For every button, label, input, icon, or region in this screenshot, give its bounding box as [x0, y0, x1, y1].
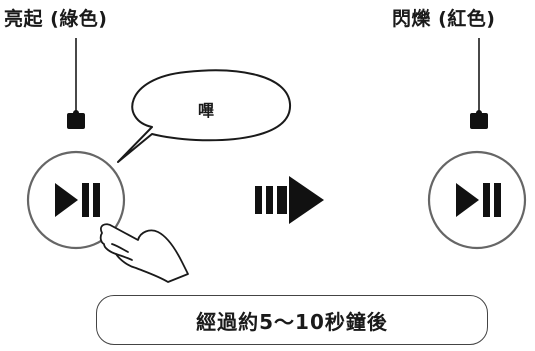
caption-text: 經過約5〜10秒鐘後: [196, 309, 388, 334]
right-play-pause-icon: [456, 183, 501, 217]
left-led-icon: [67, 110, 85, 129]
pointing-hand-icon: [99, 223, 189, 283]
left-play-pause-button: [26, 150, 126, 250]
left-state-label: 亮起 (綠色): [4, 8, 108, 30]
left-play-pause-icon: [55, 183, 100, 217]
right-arrow-icon: [255, 176, 324, 224]
caption-box: 經過約5〜10秒鐘後: [96, 295, 488, 345]
right-play-pause-button: [427, 150, 527, 250]
right-state-label: 閃爍 (紅色): [392, 8, 496, 30]
right-led-icon: [470, 110, 488, 129]
speech-bubble: [117, 69, 292, 163]
speech-bubble-text: 嗶: [198, 101, 215, 120]
